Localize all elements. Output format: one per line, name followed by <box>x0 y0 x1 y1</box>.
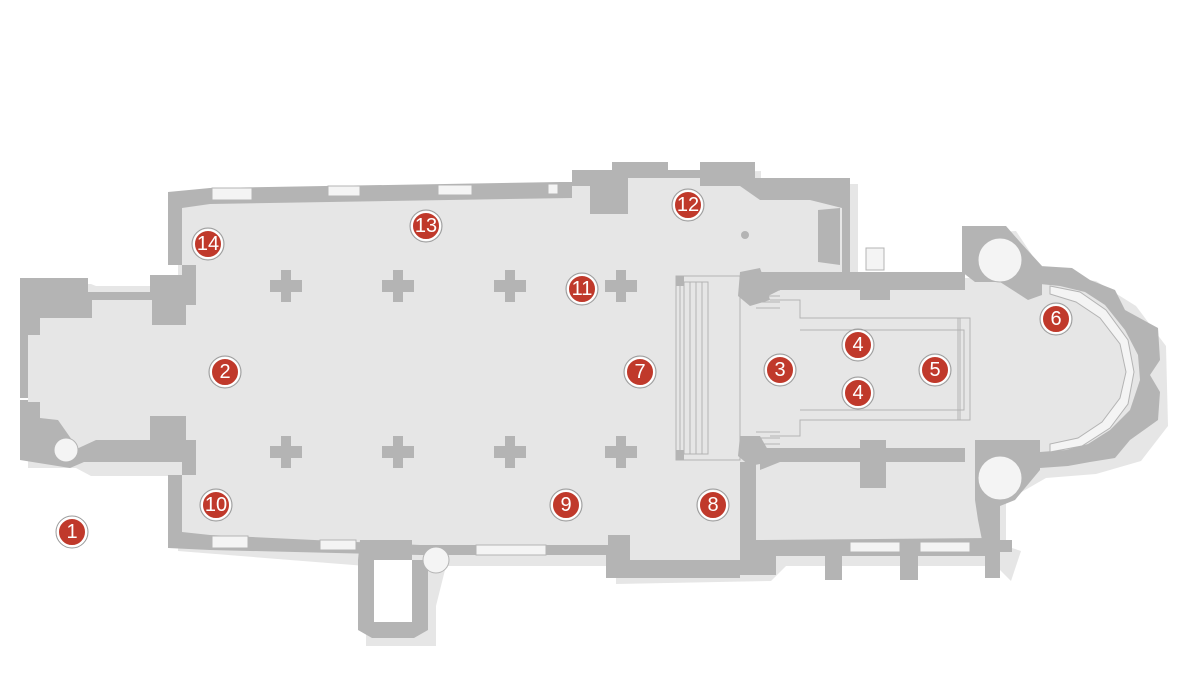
west-facade-north <box>20 265 196 398</box>
marker-13[interactable]: 13 <box>409 209 443 243</box>
marker-2[interactable]: 2 <box>208 355 242 389</box>
marker-4a[interactable]: 4 <box>841 328 875 362</box>
marker-10-label: 10 <box>205 494 227 516</box>
marker-3[interactable]: 3 <box>763 353 797 387</box>
marker-9[interactable]: 9 <box>549 488 583 522</box>
marker-5[interactable]: 5 <box>918 353 952 387</box>
south-aisle-wall <box>168 475 740 578</box>
marker-14[interactable]: 14 <box>191 227 225 261</box>
south-stair <box>422 546 450 574</box>
marker-1[interactable]: 1 <box>55 515 89 549</box>
outer-walls <box>20 162 1160 638</box>
marker-4b-label: 4 <box>852 382 863 404</box>
west-stair <box>53 437 79 463</box>
marker-14-label: 14 <box>197 233 219 255</box>
choir-details <box>675 275 971 461</box>
marker-8-label: 8 <box>707 494 718 516</box>
north-chapel <box>572 162 850 272</box>
marker-4a-label: 4 <box>852 334 863 356</box>
marker-4b[interactable]: 4 <box>841 376 875 410</box>
marker-1-label: 1 <box>66 521 77 543</box>
marker-7-label: 7 <box>634 361 645 383</box>
marker-11-label: 11 <box>572 278 593 300</box>
north-aisle-wall <box>168 182 572 265</box>
marker-12-label: 12 <box>677 194 699 216</box>
marker-10[interactable]: 10 <box>199 488 233 522</box>
marker-11[interactable]: 11 <box>565 272 599 306</box>
marker-5-label: 5 <box>929 359 940 381</box>
marker-8[interactable]: 8 <box>696 488 730 522</box>
marker-2-label: 2 <box>219 361 230 383</box>
marker-9-label: 9 <box>560 494 571 516</box>
marker-6[interactable]: 6 <box>1039 302 1073 336</box>
marker-3-label: 3 <box>774 359 785 381</box>
marker-7[interactable]: 7 <box>623 355 657 389</box>
marker-6-label: 6 <box>1050 308 1061 330</box>
marker-13-label: 13 <box>415 215 437 237</box>
marker-12[interactable]: 12 <box>671 188 705 222</box>
apse <box>1040 266 1160 468</box>
